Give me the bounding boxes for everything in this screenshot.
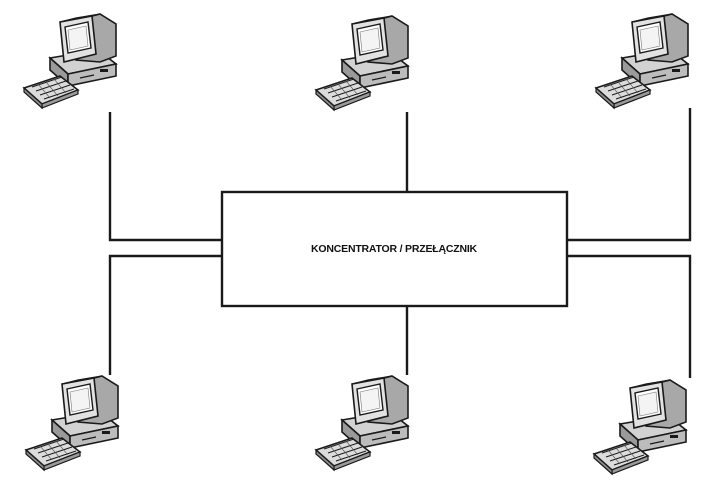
connection-lines — [108, 108, 692, 378]
computer-icon — [23, 13, 117, 109]
computer-icon — [315, 15, 409, 111]
hub-box — [220, 190, 569, 308]
link-top-right — [567, 108, 692, 242]
computer-icon — [25, 375, 119, 471]
computer-top-center — [315, 15, 409, 111]
computer-bottom-left — [25, 375, 119, 471]
link-bottom-left — [108, 254, 222, 375]
link-bottom-right — [567, 254, 692, 378]
hub-switch: KONCENTRATOR / PRZEŁĄCZNIK — [220, 190, 569, 308]
computer-top-left — [23, 13, 117, 109]
computer-icon — [315, 375, 409, 471]
hub-label: KONCENTRATOR / PRZEŁĄCZNIK — [311, 243, 478, 255]
computer-bottom-center — [315, 375, 409, 471]
computer-top-right — [595, 13, 689, 109]
link-top-left — [108, 112, 222, 242]
computer-bottom-right — [593, 379, 687, 475]
computer-icon — [593, 379, 687, 475]
computer-icon — [595, 13, 689, 109]
